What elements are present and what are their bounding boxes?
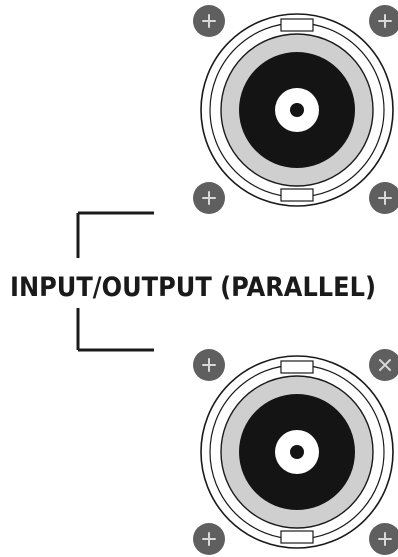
bracket xyxy=(76,211,154,352)
screw-icon xyxy=(369,5,398,37)
screw-icon xyxy=(193,182,225,214)
screw-icon xyxy=(193,523,225,555)
bayonet-tab-bottom xyxy=(280,530,314,544)
bayonet-tab-bottom xyxy=(280,188,314,202)
center-pin xyxy=(290,103,304,117)
center-pin xyxy=(290,445,304,459)
screw-icon xyxy=(369,523,398,555)
bayonet-tab-top xyxy=(280,18,314,32)
input-output-label: INPUT/OUTPUT (PARALLEL) xyxy=(10,272,376,303)
screw-icon xyxy=(193,5,225,37)
bayonet-tab-top xyxy=(280,360,314,374)
bnc-connector-top[interactable] xyxy=(200,13,394,207)
bnc-connector-bottom[interactable] xyxy=(200,355,394,549)
screw-icon xyxy=(369,182,398,214)
screw-icon xyxy=(369,349,398,381)
screw-icon xyxy=(193,349,225,381)
